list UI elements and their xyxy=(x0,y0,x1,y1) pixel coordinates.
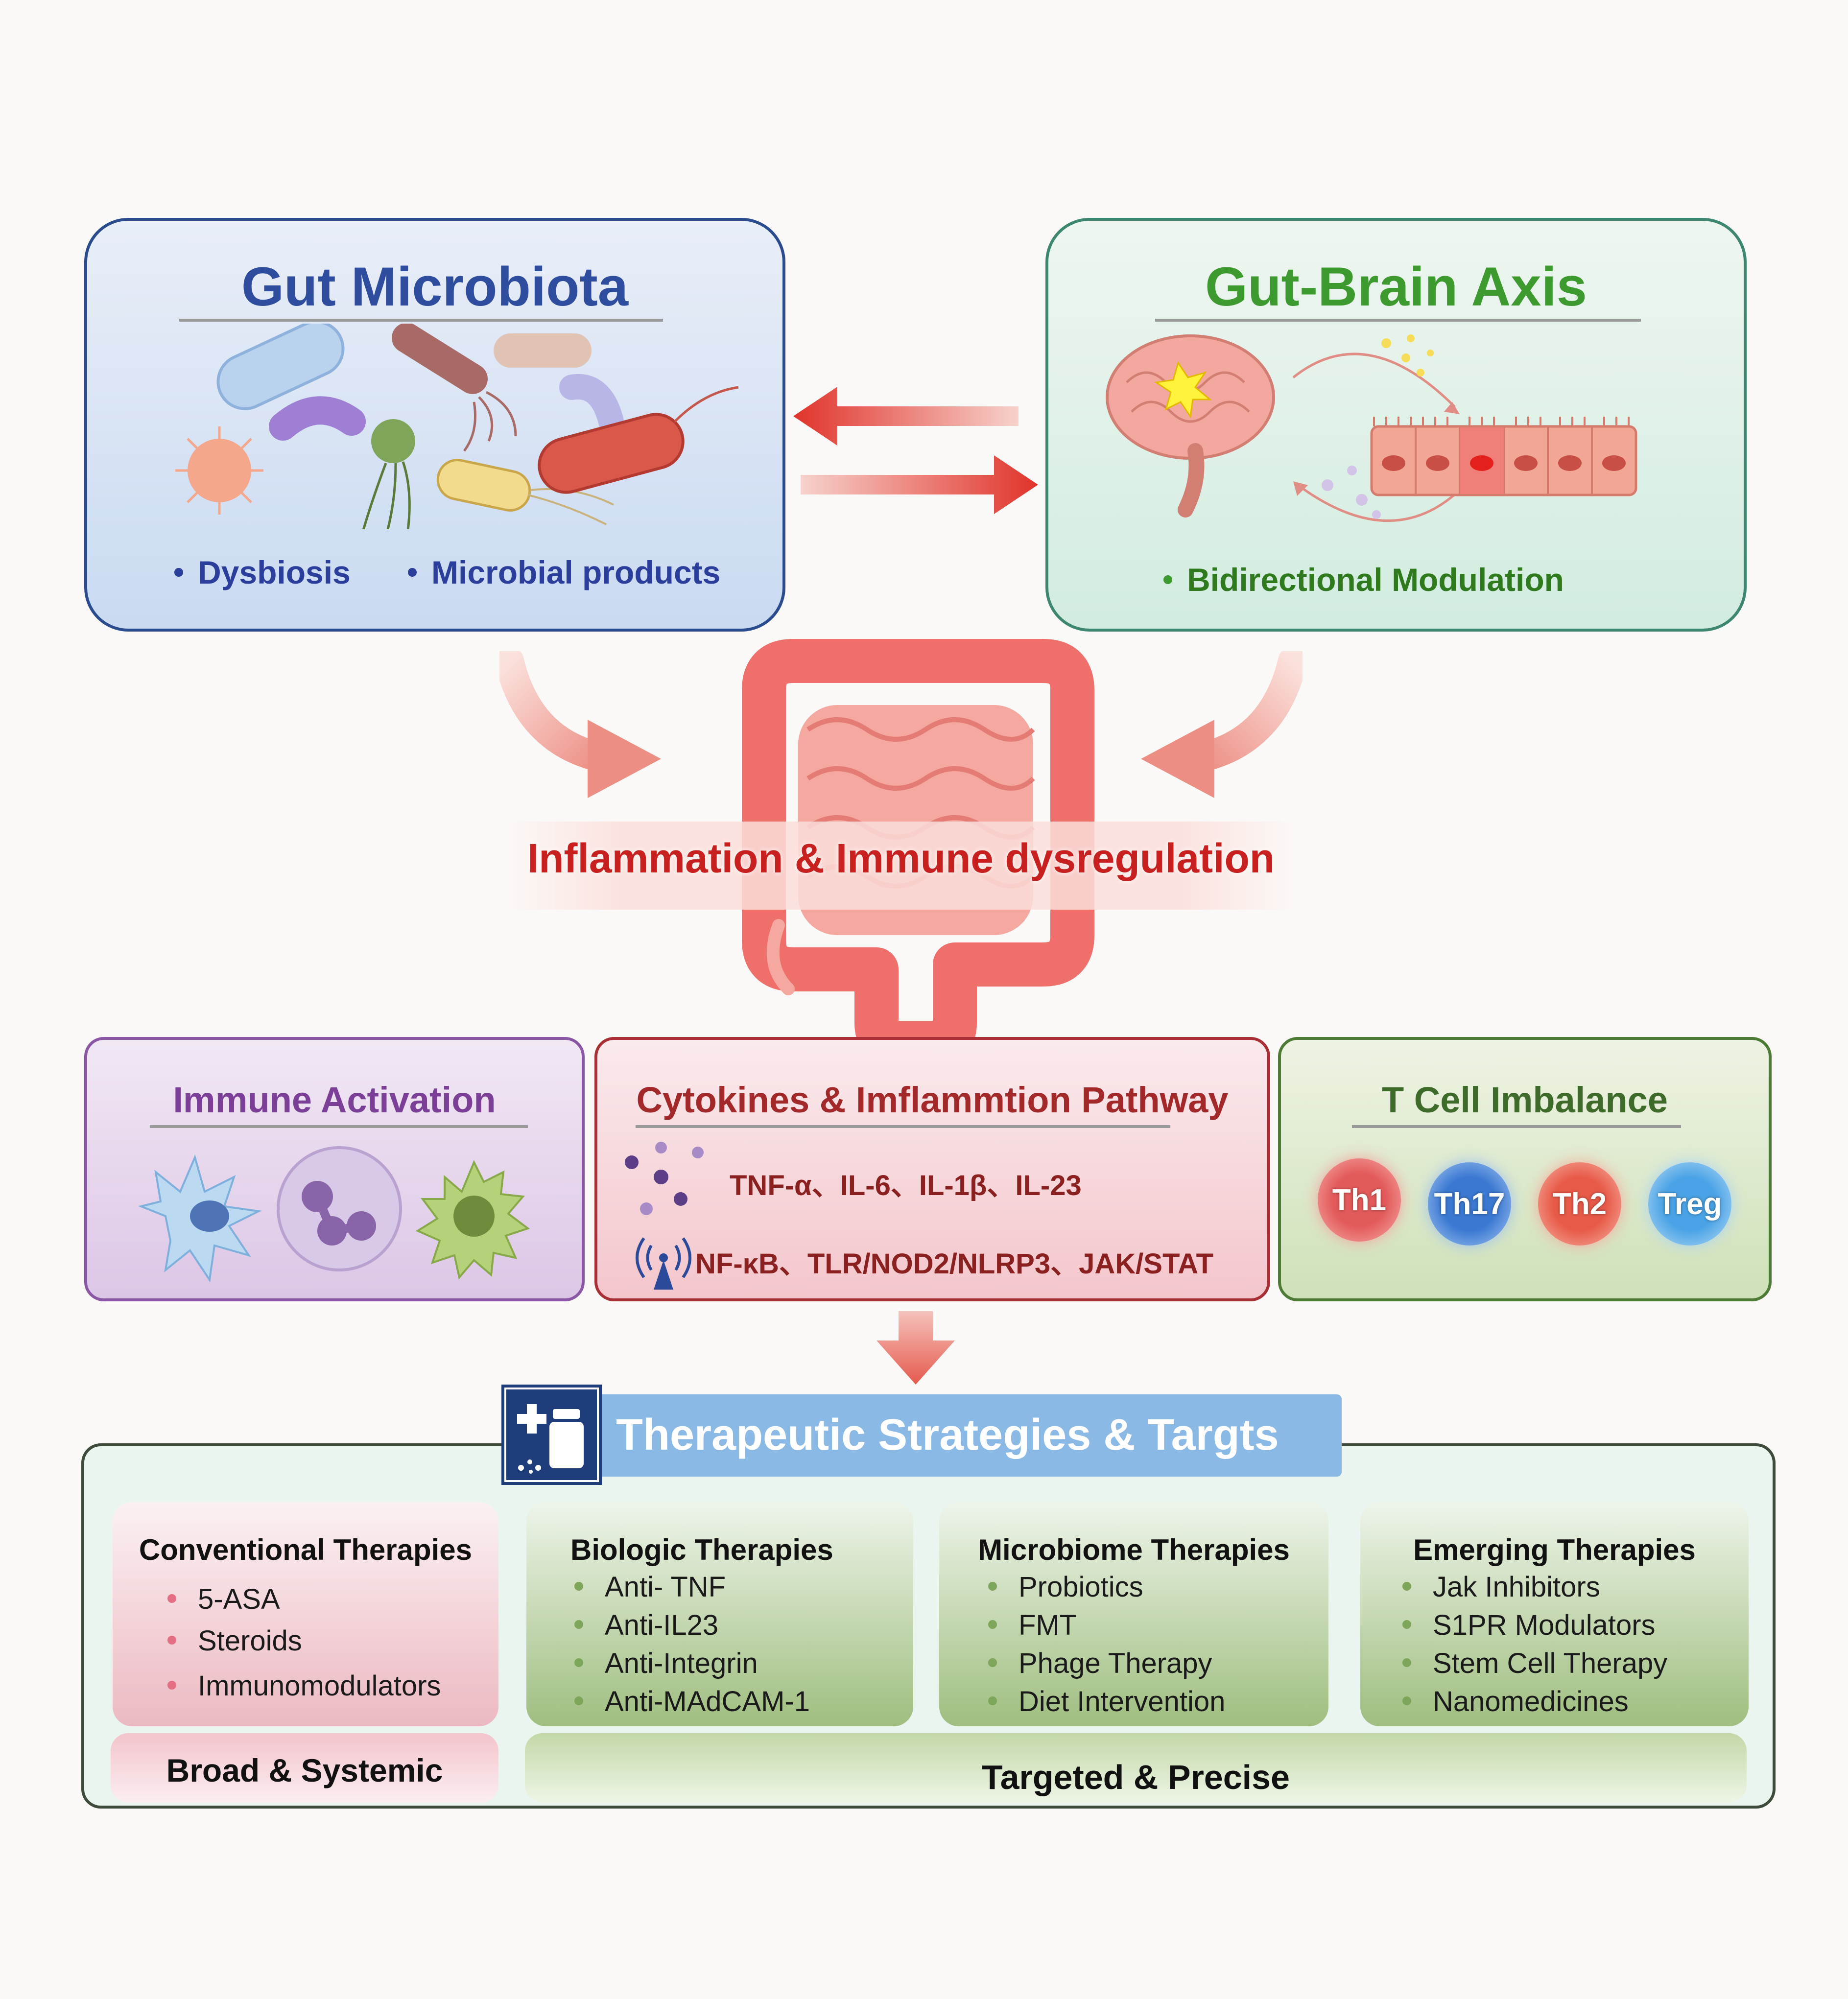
flagellated-bacterium-icon xyxy=(392,324,517,452)
signal-arc-top xyxy=(1292,353,1456,408)
bacillus-tan-icon xyxy=(494,333,592,368)
biologic-item: Anti-Integrin xyxy=(574,1647,758,1680)
brain-icon xyxy=(1106,334,1275,517)
pathway-list: NF-κB、TLR/NOD2/NLRP3、JAK/STAT xyxy=(695,1248,1214,1280)
emerging-item: S1PR Modulators xyxy=(1402,1609,1656,1642)
emerging-therapies-card: Emerging Therapies Jak Inhibitors S1PR M… xyxy=(1360,1502,1749,1726)
arrow-right-icon xyxy=(801,455,1038,514)
cytokine-particles-icon xyxy=(625,1142,704,1215)
medicine-icon xyxy=(501,1385,602,1485)
gut-brain-axis-title: Gut-Brain Axis xyxy=(1205,256,1587,317)
th17-cell: Th17 xyxy=(1428,1162,1511,1246)
inflammation-label: Inflammation & Immune dysregulation xyxy=(527,835,1275,881)
intestinal-epithelium-icon xyxy=(1370,417,1637,496)
biologic-title: Biologic Therapies xyxy=(570,1533,833,1566)
down-arrow-icon xyxy=(877,1311,955,1385)
gut-microbiota-title: Gut Microbiota xyxy=(241,256,629,317)
coccus-flagella-icon xyxy=(362,419,415,529)
arrow-left-icon xyxy=(793,387,1019,446)
curved-bacterium-icon xyxy=(269,374,624,441)
cytokines-panel: Cytokines & Imflammtion Pathway TNF-α、IL… xyxy=(594,1037,1270,1301)
neutrophil-icon xyxy=(277,1146,402,1271)
emerging-title: Emerging Therapies xyxy=(1413,1533,1696,1566)
gut-brain-axis-divider xyxy=(1155,319,1641,322)
immune-activation-divider xyxy=(150,1125,528,1128)
microbiome-item: Phage Therapy xyxy=(988,1647,1212,1680)
t-cell-divider xyxy=(1352,1125,1681,1128)
t-cell-title: T Cell Imbalance xyxy=(1382,1080,1668,1120)
dysbiosis-bullet: Dysbiosis xyxy=(174,554,351,591)
conventional-therapies-card: Conventional Therapies 5-ASA Steroids Im… xyxy=(113,1502,498,1726)
biologic-item: Anti- TNF xyxy=(574,1571,726,1603)
conventional-title: Conventional Therapies xyxy=(139,1533,473,1566)
microbiome-item: Diet Intervention xyxy=(988,1685,1225,1718)
bidirectional-arrows xyxy=(793,387,1038,514)
emerging-item: Jak Inhibitors xyxy=(1402,1571,1600,1603)
broad-systemic-bar: Broad & Systemic xyxy=(111,1733,498,1803)
signal-arc-bottom xyxy=(1297,484,1461,522)
conventional-item: 5-ASA xyxy=(167,1583,280,1616)
cytokines-title: Cytokines & Imflammtion Pathway xyxy=(636,1080,1229,1120)
signal-antenna-icon xyxy=(636,1237,691,1290)
th1-cell: Th1 xyxy=(1318,1158,1401,1242)
conventional-item: Steroids xyxy=(167,1624,302,1657)
emerging-item: Nanomedicines xyxy=(1402,1685,1629,1718)
immune-cells-illustration xyxy=(138,1146,530,1283)
immune-activation-panel: Immune Activation xyxy=(84,1037,585,1301)
therapeutic-header-bar xyxy=(600,1394,1342,1477)
therapeutic-title: Therapeutic Strategies & Targts xyxy=(616,1411,1279,1459)
microbiome-item: Probiotics xyxy=(988,1571,1143,1603)
dendritic-cell-icon xyxy=(138,1154,262,1283)
targeted-precise-bar: Targeted & Precise xyxy=(525,1733,1747,1803)
biologic-item: Anti-MAdCAM-1 xyxy=(574,1685,810,1718)
microbiome-item: FMT xyxy=(988,1609,1077,1642)
gut-microbiota-panel: Gut Microbiota xyxy=(84,218,785,632)
microbial-products-bullet: Microbial products xyxy=(408,554,720,591)
immune-activation-title: Immune Activation xyxy=(173,1080,496,1120)
microbiome-title: Microbiome Therapies xyxy=(978,1533,1290,1566)
rod-bacterium-icon xyxy=(216,324,345,410)
cytokine-list: TNF-α、IL-6、IL-1β、IL-23 xyxy=(730,1170,1082,1201)
bidirectional-bullet: Bidirectional Modulation xyxy=(1163,561,1564,598)
curved-arrow-left-icon xyxy=(499,651,661,798)
emerging-item: Stem Cell Therapy xyxy=(1402,1647,1667,1680)
th2-cell: Th2 xyxy=(1538,1162,1621,1246)
cytokines-divider xyxy=(636,1125,1170,1128)
gut-brain-illustration xyxy=(1106,334,1637,522)
macrophage-icon xyxy=(415,1160,530,1280)
targeted-precise-label: Targeted & Precise xyxy=(982,1758,1290,1796)
gut-microbiota-divider xyxy=(179,319,663,322)
red-bacterium-icon xyxy=(538,386,739,494)
biologic-therapies-card: Biologic Therapies Anti- TNF Anti-IL23 A… xyxy=(526,1502,913,1726)
treg-cell: Treg xyxy=(1648,1162,1731,1246)
inflammation-banner xyxy=(504,822,1298,910)
curved-arrow-right-icon xyxy=(1141,651,1303,798)
broad-systemic-label: Broad & Systemic xyxy=(166,1752,443,1788)
gut-brain-axis-panel: Gut-Brain Axis xyxy=(1045,218,1747,632)
conventional-item: Immunomodulators xyxy=(167,1670,441,1702)
biologic-item: Anti-IL23 xyxy=(574,1609,718,1642)
bacteria-illustration xyxy=(175,324,739,529)
microbiome-therapies-card: Microbiome Therapies Probiotics FMT Phag… xyxy=(939,1502,1328,1726)
t-cell-panel: T Cell Imbalance Th1 Th17 Th2 Treg xyxy=(1278,1037,1772,1301)
spiky-bacterium-icon xyxy=(175,426,263,515)
